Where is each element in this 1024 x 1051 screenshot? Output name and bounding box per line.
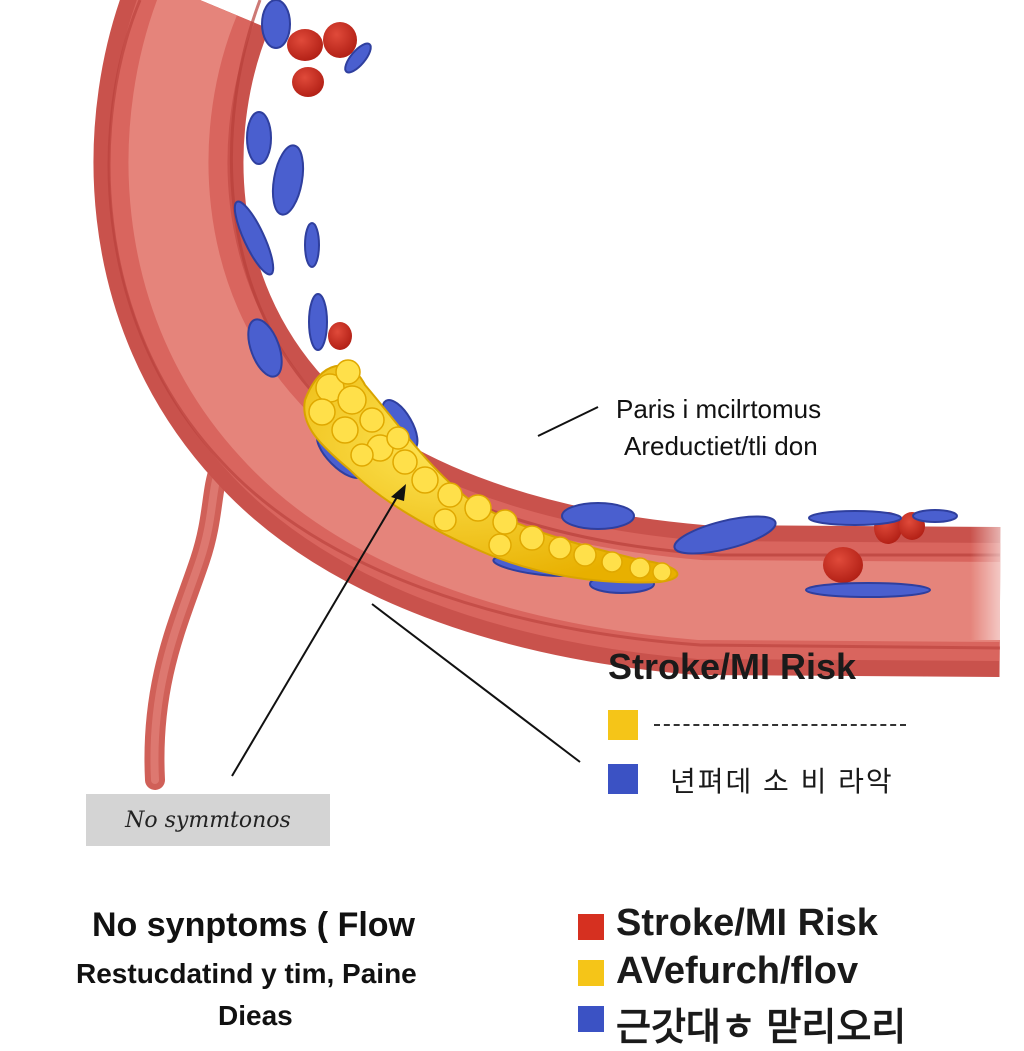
legend-title: Stroke/MI Risk <box>608 646 856 688</box>
legend-item-blue-label: 년펴데 소 비 라악 <box>670 760 894 800</box>
no-symptoms-tag: No symmtonos <box>86 794 330 846</box>
bottom-swatch-blue <box>578 1006 604 1032</box>
legend-swatch-blue <box>608 764 638 794</box>
callout-label-2: Areductiet/tli don <box>624 431 818 462</box>
bottom-swatch-yellow <box>578 960 604 986</box>
artery-illustration <box>0 0 1024 1024</box>
bottom-left-line-2: Restucdatind y tim, Paine <box>76 958 417 990</box>
bottom-left-line-1: No synptoms ( Flow <box>92 906 415 945</box>
legend-swatch-yellow <box>608 710 638 740</box>
bottom-left-line-3: Dieas <box>218 1000 293 1032</box>
legend-dashed-line <box>654 724 906 726</box>
tag-label: No symmtonos <box>125 808 291 833</box>
bottom-legend-label-2: AVefurch/flov <box>616 950 858 993</box>
bottom-swatch-red <box>578 914 604 940</box>
bottom-legend-label-1: Stroke/MI Risk <box>616 902 878 945</box>
callout-label-1: Paris i mcilrtomus <box>616 394 821 425</box>
